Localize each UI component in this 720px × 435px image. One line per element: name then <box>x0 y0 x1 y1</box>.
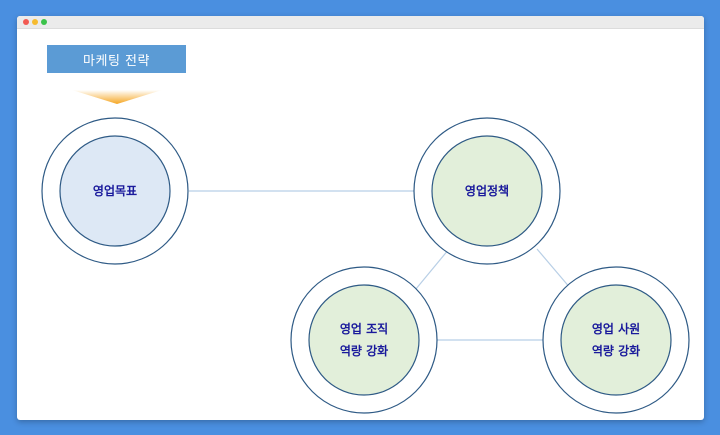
node-policy-inner-circle <box>431 135 543 247</box>
node-policy <box>413 117 561 265</box>
node-staff-line2: 역량 강화 <box>591 344 641 358</box>
node-goal <box>41 117 189 265</box>
close-window-icon[interactable] <box>23 19 29 25</box>
diagram-graphics <box>41 117 690 414</box>
node-staff-label: 영업 사원 역량 강화 <box>592 318 640 362</box>
app-window: 마케팅 전략 영업목표 영업정책 영업 조직 역량 강화 영업 사원 역량 강화 <box>17 16 704 420</box>
maximize-window-icon[interactable] <box>41 19 47 25</box>
node-goal-inner-circle <box>59 135 171 247</box>
minimize-window-icon[interactable] <box>32 19 38 25</box>
node-staff-line1: 영업 사원 <box>591 322 641 336</box>
node-staff <box>542 266 690 414</box>
node-policy-line1: 영업정책 <box>464 184 510 198</box>
node-org-line2: 역량 강화 <box>339 344 389 358</box>
node-org <box>290 266 438 414</box>
diagram-canvas: 마케팅 전략 영업목표 영업정책 영업 조직 역량 강화 영업 사원 역량 강화 <box>17 29 704 420</box>
node-staff-inner-circle <box>560 284 672 396</box>
title-bar <box>17 16 704 29</box>
marketing-strategy-label: 마케팅 전략 <box>47 45 186 73</box>
down-arrow-icon <box>72 90 162 104</box>
node-org-line1: 영업 조직 <box>339 322 389 336</box>
node-org-label: 영업 조직 역량 강화 <box>340 318 388 362</box>
node-goal-label: 영업목표 <box>93 180 137 202</box>
node-org-inner-circle <box>308 284 420 396</box>
node-goal-line1: 영업목표 <box>92 184 138 198</box>
node-policy-label: 영업정책 <box>465 180 509 202</box>
